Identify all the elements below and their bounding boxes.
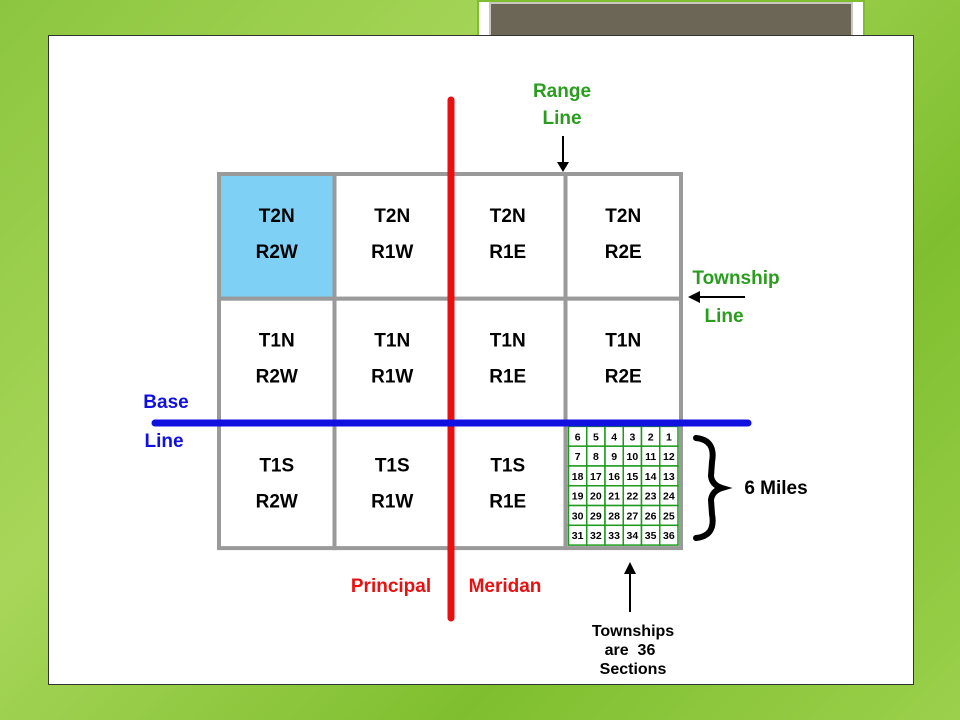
section-number: 6	[575, 431, 581, 443]
section-number: 26	[645, 510, 657, 522]
range-code: R2E	[605, 242, 642, 263]
townships-note-3: Sections	[600, 661, 667, 678]
section-number: 9	[611, 451, 617, 463]
section-number: 24	[663, 491, 675, 503]
section-number: 10	[627, 451, 639, 463]
range-code: R2W	[256, 367, 298, 388]
section-number: 28	[608, 510, 620, 522]
township-code: T1N	[490, 331, 526, 352]
section-number: 21	[608, 491, 620, 503]
range-code: R1W	[371, 242, 413, 263]
section-number: 32	[590, 530, 602, 542]
township-cell	[448, 296, 568, 426]
base-line-label-1: Base	[143, 392, 188, 413]
township-cell	[448, 421, 568, 551]
section-number: 30	[572, 510, 584, 522]
range-code: R1E	[489, 242, 526, 263]
township-line-label-1: Township	[692, 268, 779, 289]
six-miles-label: 6 Miles	[744, 478, 807, 499]
base-line-label-2: Line	[144, 431, 183, 452]
section-number: 35	[645, 530, 657, 542]
range-code: R1E	[489, 491, 526, 512]
section-number: 18	[572, 471, 584, 483]
township-cell	[332, 296, 452, 426]
township-code: T2N	[259, 206, 295, 227]
section-number: 17	[590, 471, 602, 483]
townships-note-1: Townships	[592, 623, 674, 640]
township-code: T2N	[374, 206, 410, 227]
range-code: R2E	[605, 367, 642, 388]
range-line-label-2: Line	[542, 108, 581, 129]
section-number: 1	[666, 431, 672, 443]
range-code: R1W	[371, 367, 413, 388]
principal-label: Principal	[351, 576, 431, 597]
section-number: 34	[627, 530, 639, 542]
township-code: T1N	[374, 331, 410, 352]
section-number: 11	[645, 451, 656, 463]
section-number: 15	[627, 471, 639, 483]
section-number: 3	[629, 431, 635, 443]
range-line-arrow	[557, 136, 569, 172]
section-number: 25	[663, 510, 675, 522]
township-cell	[217, 172, 337, 301]
range-code: R2W	[256, 491, 298, 512]
township-cell	[217, 296, 337, 426]
township-code: T1N	[259, 331, 295, 352]
township-code: T1S	[259, 455, 294, 476]
section-number: 29	[590, 510, 602, 522]
township-cell	[332, 172, 452, 301]
section-number: 36	[663, 530, 675, 542]
townships-note-arrow	[624, 562, 636, 612]
township-code: T1S	[375, 455, 410, 476]
section-number: 22	[627, 491, 639, 503]
range-code: R2W	[256, 242, 298, 263]
range-code: R1E	[489, 367, 526, 388]
township-code: T2N	[605, 206, 641, 227]
section-number: 19	[572, 491, 584, 503]
townships-note-2: are 36	[605, 642, 656, 659]
six-miles-brace	[693, 435, 733, 541]
section-number: 2	[648, 431, 654, 443]
township-line-label-2: Line	[704, 306, 743, 327]
section-number: 20	[590, 491, 602, 503]
section-number: 23	[645, 491, 657, 503]
meridian-label: Meridan	[469, 576, 542, 597]
township-code: T1N	[605, 331, 641, 352]
range-line-label-1: Range	[533, 81, 591, 102]
section-number: 13	[663, 471, 675, 483]
section-number: 33	[608, 530, 620, 542]
section-number: 14	[645, 471, 657, 483]
section-number: 8	[593, 451, 599, 463]
section-cell	[659, 524, 679, 546]
section-number: 31	[572, 530, 584, 542]
township-cells: T2N R2W T2N R1W T2N R1E T2N R2E T1N R2W T1N R1W T1N R…	[217, 172, 683, 551]
township-code: T2N	[490, 206, 526, 227]
section-number: 27	[627, 510, 639, 522]
township-cell	[563, 172, 683, 301]
township-cell	[332, 421, 452, 551]
township-cell	[563, 296, 683, 426]
township-line-arrow	[688, 291, 745, 303]
section-number: 5	[593, 431, 599, 443]
range-code: R1W	[371, 491, 413, 512]
section-number: 16	[608, 471, 620, 483]
section-number: 4	[611, 431, 617, 443]
township-cell	[448, 172, 568, 301]
township-cell	[217, 421, 337, 551]
township-code: T1S	[490, 455, 525, 476]
section-number: 7	[575, 451, 581, 463]
section-number: 12	[663, 451, 675, 463]
